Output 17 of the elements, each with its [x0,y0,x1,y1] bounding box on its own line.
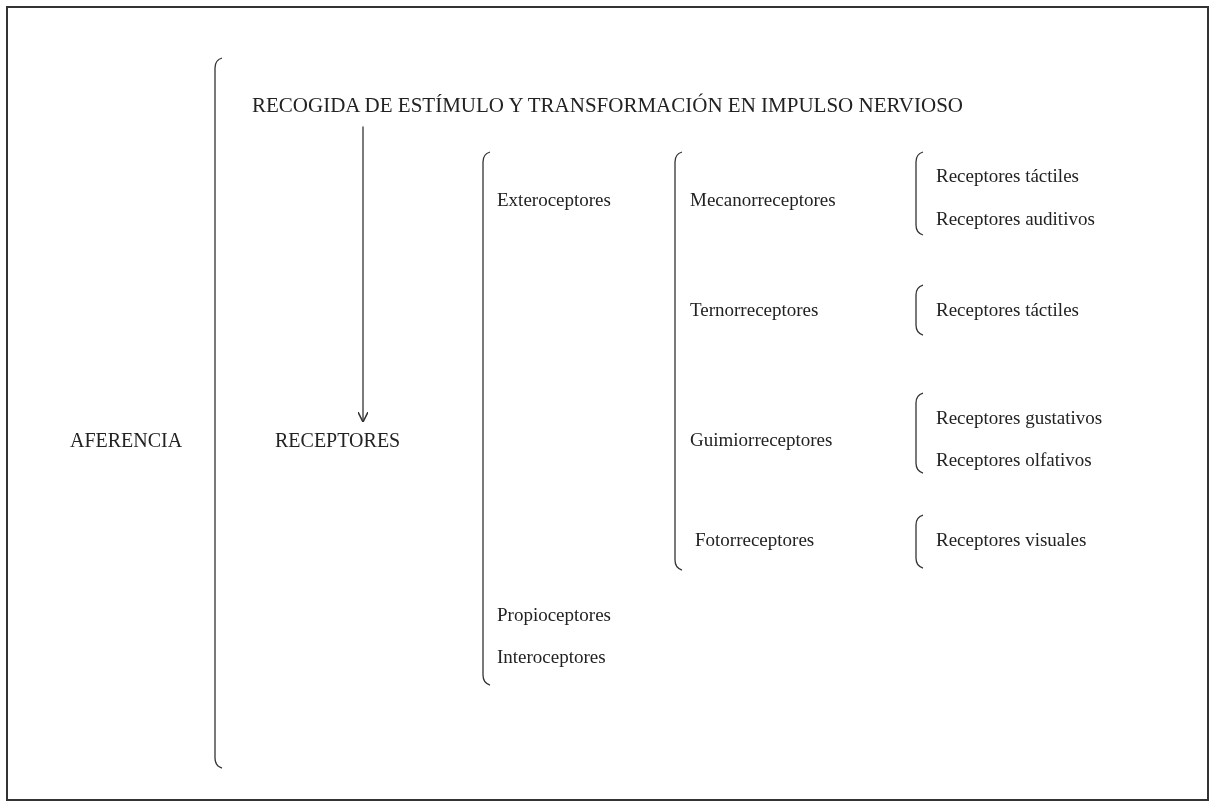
category-label: Propioceptores [497,603,611,627]
category-label: Receptores táctiles [936,164,1079,188]
category-label: Mecanorreceptores [690,188,836,212]
category-label: Interoceptores [497,645,606,669]
category-label: Receptores táctiles [936,298,1079,322]
category-label: Receptores visuales [936,528,1087,552]
category-label: Fotorreceptores [695,528,815,552]
category-label: Exteroceptores [497,188,611,212]
heading-text: RECEPTORES [275,428,401,452]
category-label: Ternorreceptores [690,298,819,322]
category-label: Receptores gustativos [936,406,1103,430]
arrow [357,125,369,423]
category-label: Receptores auditivos [936,207,1095,231]
heading-text: RECOGIDA DE ESTÍMULO Y TRANSFORMACIÓN EN IMPULSO NERVIOSO [252,93,963,119]
category-label: Receptores olfativos [936,448,1092,472]
category-label: Guimiorreceptores [690,428,833,452]
category-label: AFERENCIA [70,428,183,452]
